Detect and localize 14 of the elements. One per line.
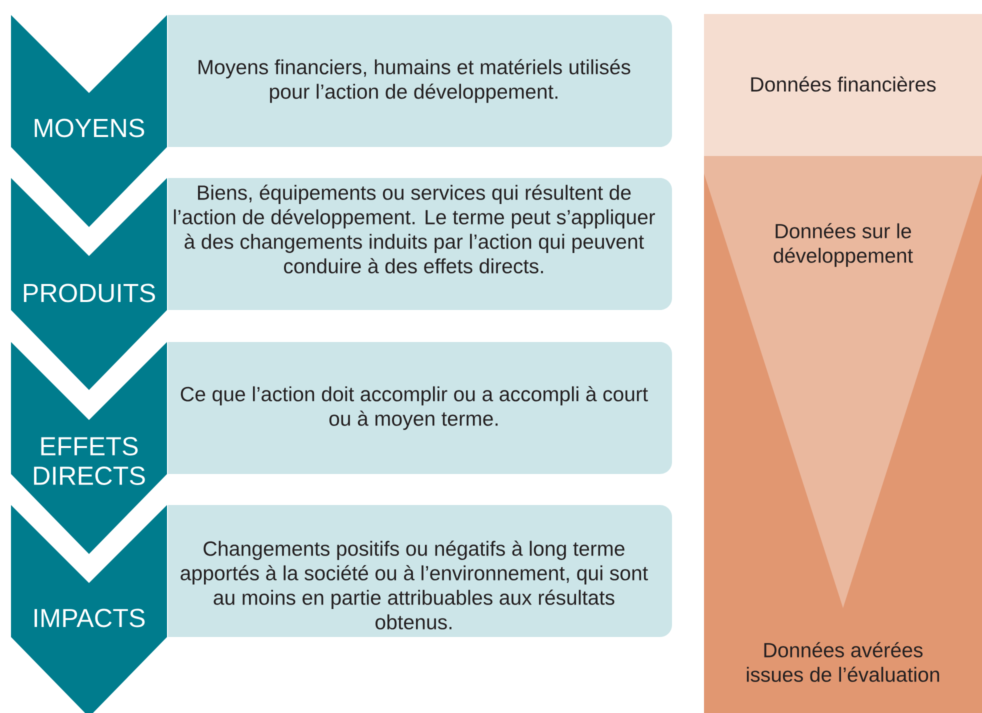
- step-banner: MOYENS: [11, 15, 167, 227]
- step-banner: PRODUITS: [11, 178, 167, 390]
- node-label: IMPACTS: [34, 608, 145, 628]
- definition-box: Ce que l’action doit accomplir ou a accompli à court ou à moyen terme.: [168, 342, 672, 474]
- node-label: PRODUITS: [24, 284, 155, 302]
- node-label: MOYENS: [34, 118, 144, 138]
- definition-box: Biens, équipements ou services qui résultent de l’action de développement. Le terme peut s’appliquer à des changements induits par l’action qui peuvent conduire à des effets directs.: [168, 178, 672, 310]
- definition-box: Moyens financiers, humains et matériels utilisés pour l’action de développement.: [168, 15, 672, 147]
- definition-box: Changements positifs ou négatifs à long terme apportés à la société ou à l’environnement, qui sont au moins en partie attribuables aux résultats obtenus.: [168, 505, 672, 637]
- step-banner: EFFETS DIRECTS: [11, 342, 167, 554]
- node-label: EFFETS DIRECTS: [34, 437, 145, 485]
- funnel-triangle: Données sur le développement: [704, 156, 982, 608]
- data-band: Données financières: [704, 14, 982, 156]
- step-banner: IMPACTS: [11, 505, 167, 713]
